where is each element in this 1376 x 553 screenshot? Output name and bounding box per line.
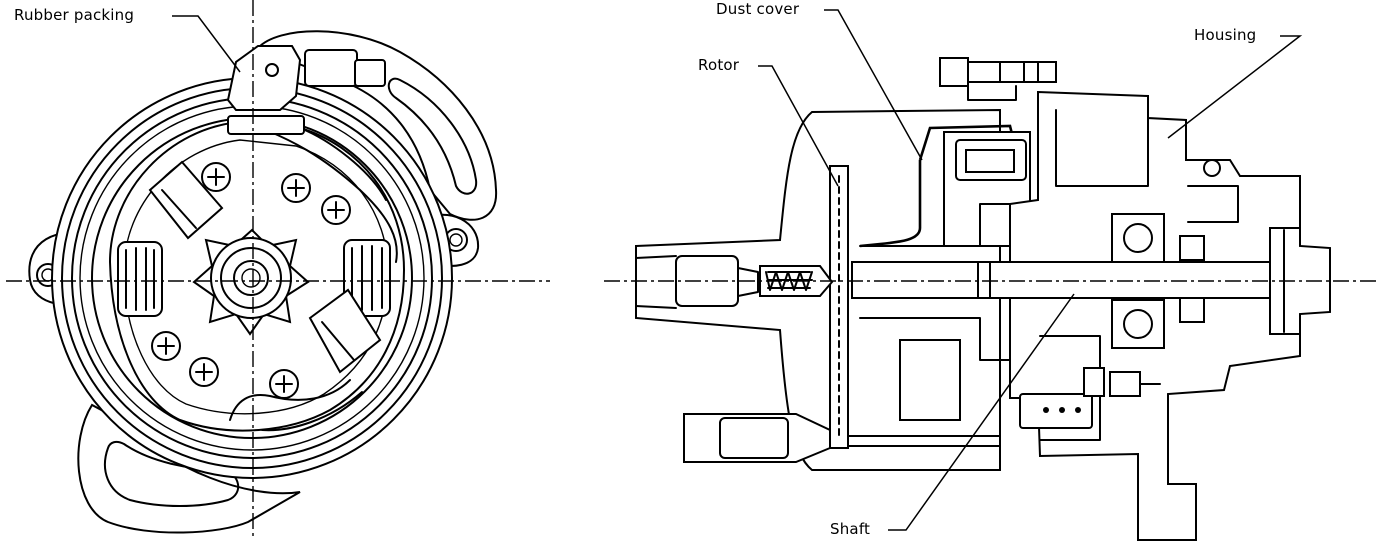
front-view [6, 0, 550, 540]
section-view [604, 57, 1376, 541]
leader-shaft [888, 293, 1075, 531]
label-shaft: Shaft [830, 520, 871, 538]
pickup-coil-left [117, 241, 163, 317]
leader-housing [1167, 35, 1303, 139]
label-dust-cover: Dust cover [716, 0, 800, 18]
rubber-packing [226, 45, 302, 111]
pickup-coil-right [343, 239, 391, 317]
label-rotor: Rotor [698, 56, 740, 74]
upper-bracket-loop [256, 30, 498, 221]
lead-wire-top-2 [299, 127, 387, 201]
wire-connector-cap [354, 59, 386, 87]
wire-connector [304, 49, 358, 87]
igniter-module-core [965, 149, 1015, 173]
pickup-coil-upper [148, 160, 224, 240]
shaft-hub-outer [210, 237, 292, 319]
lead-wire-bottom-2 [261, 391, 363, 432]
cap-center-terminal-tip [737, 267, 759, 297]
lower-adjuster [1019, 367, 1161, 429]
rubber-packing-hole [265, 63, 279, 77]
housing-inner-wall-2 [1187, 185, 1239, 223]
upper-bracket-slot [387, 77, 478, 195]
governor-weight-lower [899, 339, 961, 421]
lower-cap-shell [847, 435, 1001, 447]
housing-inner-wall [1055, 109, 1149, 187]
screw-top-right [321, 195, 351, 225]
governor-plate [859, 203, 1011, 361]
shaft-hub-core [241, 268, 261, 288]
screw-bottom-right [269, 369, 299, 399]
cap-side-terminal-insert [719, 417, 789, 459]
screw-top-mid [281, 173, 311, 203]
shaft-hub-inner [233, 260, 269, 296]
leader-lines [172, 9, 1303, 531]
lead-wire-bottom [229, 379, 351, 421]
cap-terminal-upper [635, 255, 677, 309]
bearing-lower [1111, 299, 1165, 349]
leader-rotor [758, 65, 839, 187]
rotor [759, 165, 849, 449]
label-housing: Housing [1194, 26, 1257, 44]
breaker-plate-inner [123, 139, 389, 415]
breaker-plate [109, 121, 405, 432]
label-rubber-packing: Rubber packing [14, 6, 135, 24]
screw-bottom-mid [189, 357, 219, 387]
lower-slot [104, 440, 239, 507]
top-bolt [939, 57, 1057, 101]
shaft [851, 261, 1297, 299]
bearing-upper [1111, 213, 1165, 263]
shaft-spring [765, 271, 813, 291]
leader-dust-cover [824, 9, 923, 161]
screw-bottom-left [151, 331, 181, 361]
leader-rubber-packing [172, 15, 241, 73]
lead-wire-top [265, 129, 398, 263]
shaft-hub-ring [220, 247, 282, 309]
screw-top-left [201, 162, 231, 192]
housing-oring [1203, 159, 1221, 177]
pickup-coil-lower [308, 288, 382, 374]
terminal-block [227, 115, 305, 135]
right-bolt-hole-inner [449, 233, 463, 247]
